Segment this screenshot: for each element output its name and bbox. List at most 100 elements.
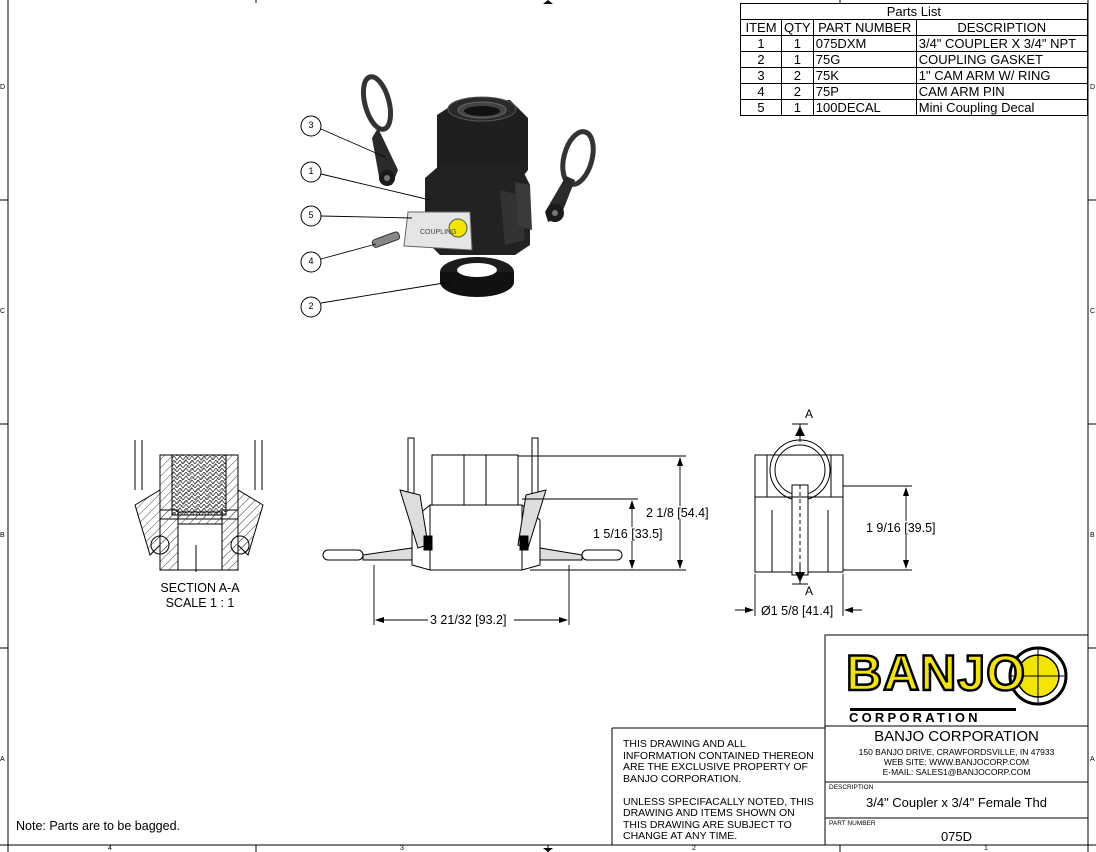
zone-right-a: A bbox=[1090, 756, 1095, 763]
cell-item: 2 bbox=[740, 51, 782, 68]
side-view bbox=[754, 439, 844, 576]
parts-list-table: Parts List ITEM QTY PART NUMBER DESCRIPT… bbox=[740, 3, 1088, 116]
front-dim-arrows bbox=[375, 457, 683, 623]
balloon-4 bbox=[300, 251, 322, 273]
zone-right-d: D bbox=[1090, 84, 1096, 91]
cell-qty: 2 bbox=[781, 83, 814, 100]
svg-text:COUPLING: COUPLING bbox=[420, 229, 457, 236]
zone-bottom-3: 3 bbox=[400, 845, 404, 852]
table-row: 3 2 75K 1" CAM ARM W/ RING bbox=[740, 67, 1088, 84]
balloon-label-5: 5 bbox=[308, 210, 314, 220]
center-mark-top bbox=[543, 0, 553, 4]
section-label: SECTION A-A bbox=[160, 581, 240, 595]
proprietary-line-1: THIS DRAWING AND ALL bbox=[623, 738, 746, 750]
proprietary-line-4: BANJO CORPORATION. bbox=[623, 773, 742, 785]
cell-description: 1" CAM ARM W/ RING bbox=[915, 67, 1088, 84]
cell-item: 4 bbox=[740, 83, 782, 100]
logo-subtitle: CORPORATION bbox=[849, 710, 981, 725]
balloon-label-4: 4 bbox=[308, 256, 314, 266]
header-description: DESCRIPTION bbox=[915, 19, 1088, 36]
side-dim-arrows bbox=[745, 487, 909, 613]
table-row: 1 1 075DXM 3/4" COUPLER X 3/4" NPT bbox=[740, 35, 1088, 52]
cell-item: 5 bbox=[740, 99, 782, 116]
side-dimensions bbox=[735, 485, 912, 616]
cam-arm-left bbox=[372, 128, 398, 185]
center-mark-bottom bbox=[543, 848, 553, 852]
cell-description: Mini Coupling Decal bbox=[915, 99, 1088, 116]
company-name: BANJO CORPORATION bbox=[874, 728, 1039, 745]
dim-height-side: 1 9/16 [39.5] bbox=[866, 521, 936, 535]
cell-qty: 1 bbox=[781, 51, 814, 68]
zone-left-c: C bbox=[0, 308, 6, 315]
cam-arm-ring-right bbox=[560, 129, 596, 187]
dim-height-body: 1 5/16 [33.5] bbox=[593, 527, 663, 541]
cell-part-number: 75K bbox=[812, 67, 917, 84]
banjo-logo-graphic bbox=[850, 646, 1068, 711]
cell-item: 1 bbox=[740, 35, 782, 52]
proprietary-line-5: UNLESS SPECIFACALLY NOTED, THIS bbox=[623, 796, 814, 808]
cell-qty: 1 bbox=[781, 35, 814, 52]
cell-part-number: 75G bbox=[812, 51, 917, 68]
bagging-note: Note: Parts are to be bagged. bbox=[16, 819, 180, 833]
zone-left-d: D bbox=[0, 84, 6, 91]
table-row: 2 1 75G COUPLING GASKET bbox=[740, 51, 1088, 68]
balloon-label-3: 3 bbox=[308, 120, 314, 130]
proprietary-line-3: ARE THE EXCLUSIVE PROPERTY OF bbox=[623, 761, 808, 773]
dim-height-total: 2 1/8 [54.4] bbox=[646, 506, 709, 520]
parts-list-title: Parts List bbox=[740, 3, 1088, 20]
balloon-label-2: 2 bbox=[308, 301, 314, 311]
coupler-hex bbox=[437, 100, 528, 182]
proprietary-line-7: THIS DRAWING ARE SUBJECT TO bbox=[623, 819, 792, 831]
proprietary-line-6: DRAWING AND ITEMS SHOWN ON bbox=[623, 807, 795, 819]
cam-arm-ring-left bbox=[360, 74, 394, 132]
zone-right-b: B bbox=[1090, 532, 1095, 539]
proprietary-line-8: CHANGE AT ANY TIME. bbox=[623, 830, 738, 842]
dim-width-arms: 3 21/32 [93.2] bbox=[430, 613, 507, 627]
part-number-label: PART NUMBER bbox=[829, 820, 876, 827]
dim-diameter: Ø1 5/8 [41.4] bbox=[761, 604, 834, 618]
balloons bbox=[300, 115, 322, 318]
cam-arm-pin bbox=[371, 231, 401, 248]
zone-bottom-1: 1 bbox=[984, 845, 988, 852]
company-address: 150 BANJO DRIVE, CRAWFORDSVILLE, IN 4793… bbox=[858, 747, 1055, 757]
drawing-description: 3/4" Coupler x 3/4" Female Thd bbox=[866, 795, 1047, 810]
section-scale: SCALE 1 : 1 bbox=[165, 596, 235, 610]
cell-item: 3 bbox=[740, 67, 782, 84]
zone-left-b: B bbox=[0, 532, 5, 539]
cell-part-number: 75P bbox=[812, 83, 917, 100]
header-part-number: PART NUMBER bbox=[812, 19, 917, 36]
balloon-2 bbox=[300, 296, 322, 318]
banjo-logo: BANJO bbox=[845, 644, 1027, 703]
front-view bbox=[322, 437, 623, 571]
cell-part-number: 100DECAL bbox=[812, 99, 917, 116]
section-view bbox=[134, 440, 264, 572]
section-arrows bbox=[795, 426, 805, 582]
section-marker-top: A bbox=[805, 407, 814, 421]
section-marker-bottom: A bbox=[805, 584, 814, 598]
drawing-part-number: 075D bbox=[940, 829, 973, 844]
table-row: 5 1 100DECAL Mini Coupling Decal bbox=[740, 99, 1088, 116]
balloon-1 bbox=[300, 161, 322, 183]
company-email: E-MAIL: SALES1@BANJOCORP.COM bbox=[882, 767, 1031, 777]
header-item: ITEM bbox=[740, 19, 782, 36]
zone-left-a: A bbox=[0, 756, 5, 763]
balloon-3 bbox=[300, 115, 322, 137]
zone-bottom-2: 2 bbox=[692, 845, 696, 852]
company-web: WEB SITE: WWW.BANJOCORP.COM bbox=[883, 757, 1030, 767]
isometric-view: COUPLING bbox=[320, 74, 596, 304]
cell-description: 3/4" COUPLER X 3/4" NPT bbox=[915, 35, 1088, 52]
description-label: DESCRIPTION bbox=[829, 784, 874, 791]
table-row: 4 2 75P CAM ARM PIN bbox=[740, 83, 1088, 100]
proprietary-line-2: INFORMATION CONTAINED THEREON bbox=[623, 750, 814, 762]
balloon-label-1: 1 bbox=[308, 166, 314, 176]
cell-description: COUPLING GASKET bbox=[915, 51, 1088, 68]
cell-qty: 2 bbox=[781, 67, 814, 84]
header-qty: QTY bbox=[781, 19, 814, 36]
balloon-5 bbox=[300, 205, 322, 227]
cell-description: CAM ARM PIN bbox=[915, 83, 1088, 100]
zone-right-c: C bbox=[1090, 308, 1096, 315]
cell-qty: 1 bbox=[781, 99, 814, 116]
zone-bottom-4: 4 bbox=[108, 845, 112, 852]
